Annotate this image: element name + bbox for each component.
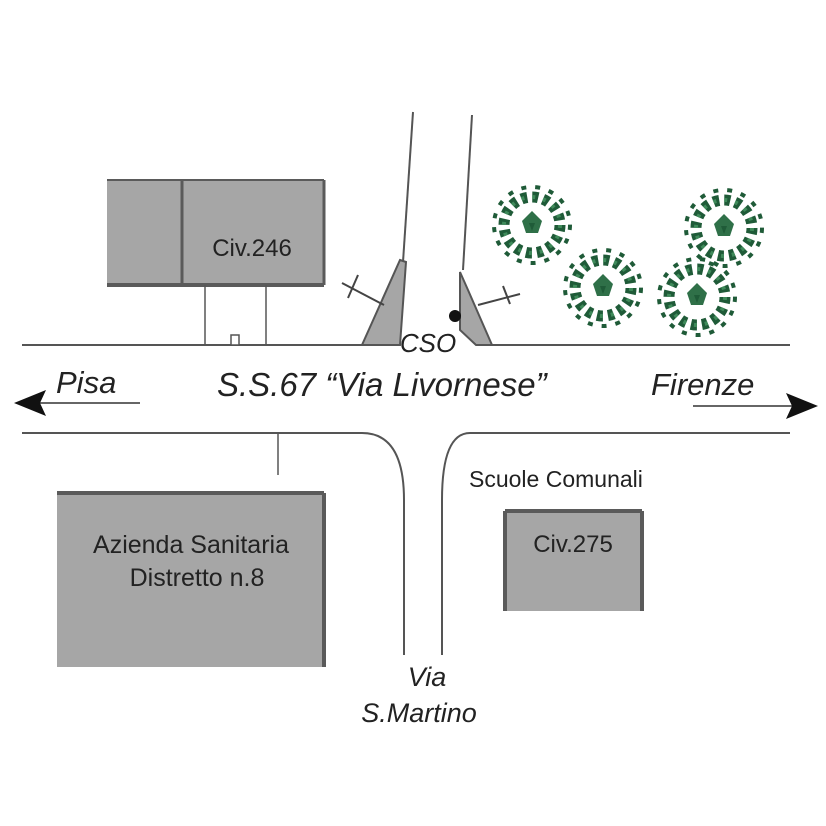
tree-icon [659, 259, 735, 335]
cso-marker-dot [449, 310, 461, 322]
hospital-label-line2: Distretto n.8 [130, 564, 265, 592]
arrow-left-icon [14, 390, 140, 416]
main-road-label: S.S.67 “Via Livornese” [217, 366, 549, 403]
school-label: Scuole Comunali [469, 466, 643, 492]
gate-pillar-left [360, 258, 408, 346]
direction-label-firenze: Firenze [651, 367, 754, 402]
building-civ-275 [503, 509, 644, 611]
hospital-label-line1: Azienda Sanitaria [93, 531, 289, 559]
direction-label-pisa: Pisa [56, 365, 116, 400]
main-road [22, 344, 790, 434]
gate-arm-left [341, 274, 385, 306]
side-road-north [402, 111, 473, 271]
side-road-label-line1: Via [408, 662, 447, 692]
building-azienda-sanitaria [57, 491, 326, 667]
gate-pillar-right [459, 271, 494, 346]
building-connector [204, 285, 267, 346]
tree-icon [494, 187, 570, 263]
building-civ-246 [107, 179, 326, 287]
building-label-civ-246: Civ.246 [212, 235, 292, 262]
side-road-label-line2: S.Martino [361, 698, 477, 728]
tree-icon [565, 250, 641, 326]
cso-label: CSO [400, 328, 456, 358]
tree-icon [686, 190, 762, 266]
side-road-south [361, 432, 471, 655]
arrow-right-icon [693, 393, 818, 419]
building-label-civ-275: Civ.275 [533, 531, 613, 558]
gate-arm-right [477, 285, 521, 306]
